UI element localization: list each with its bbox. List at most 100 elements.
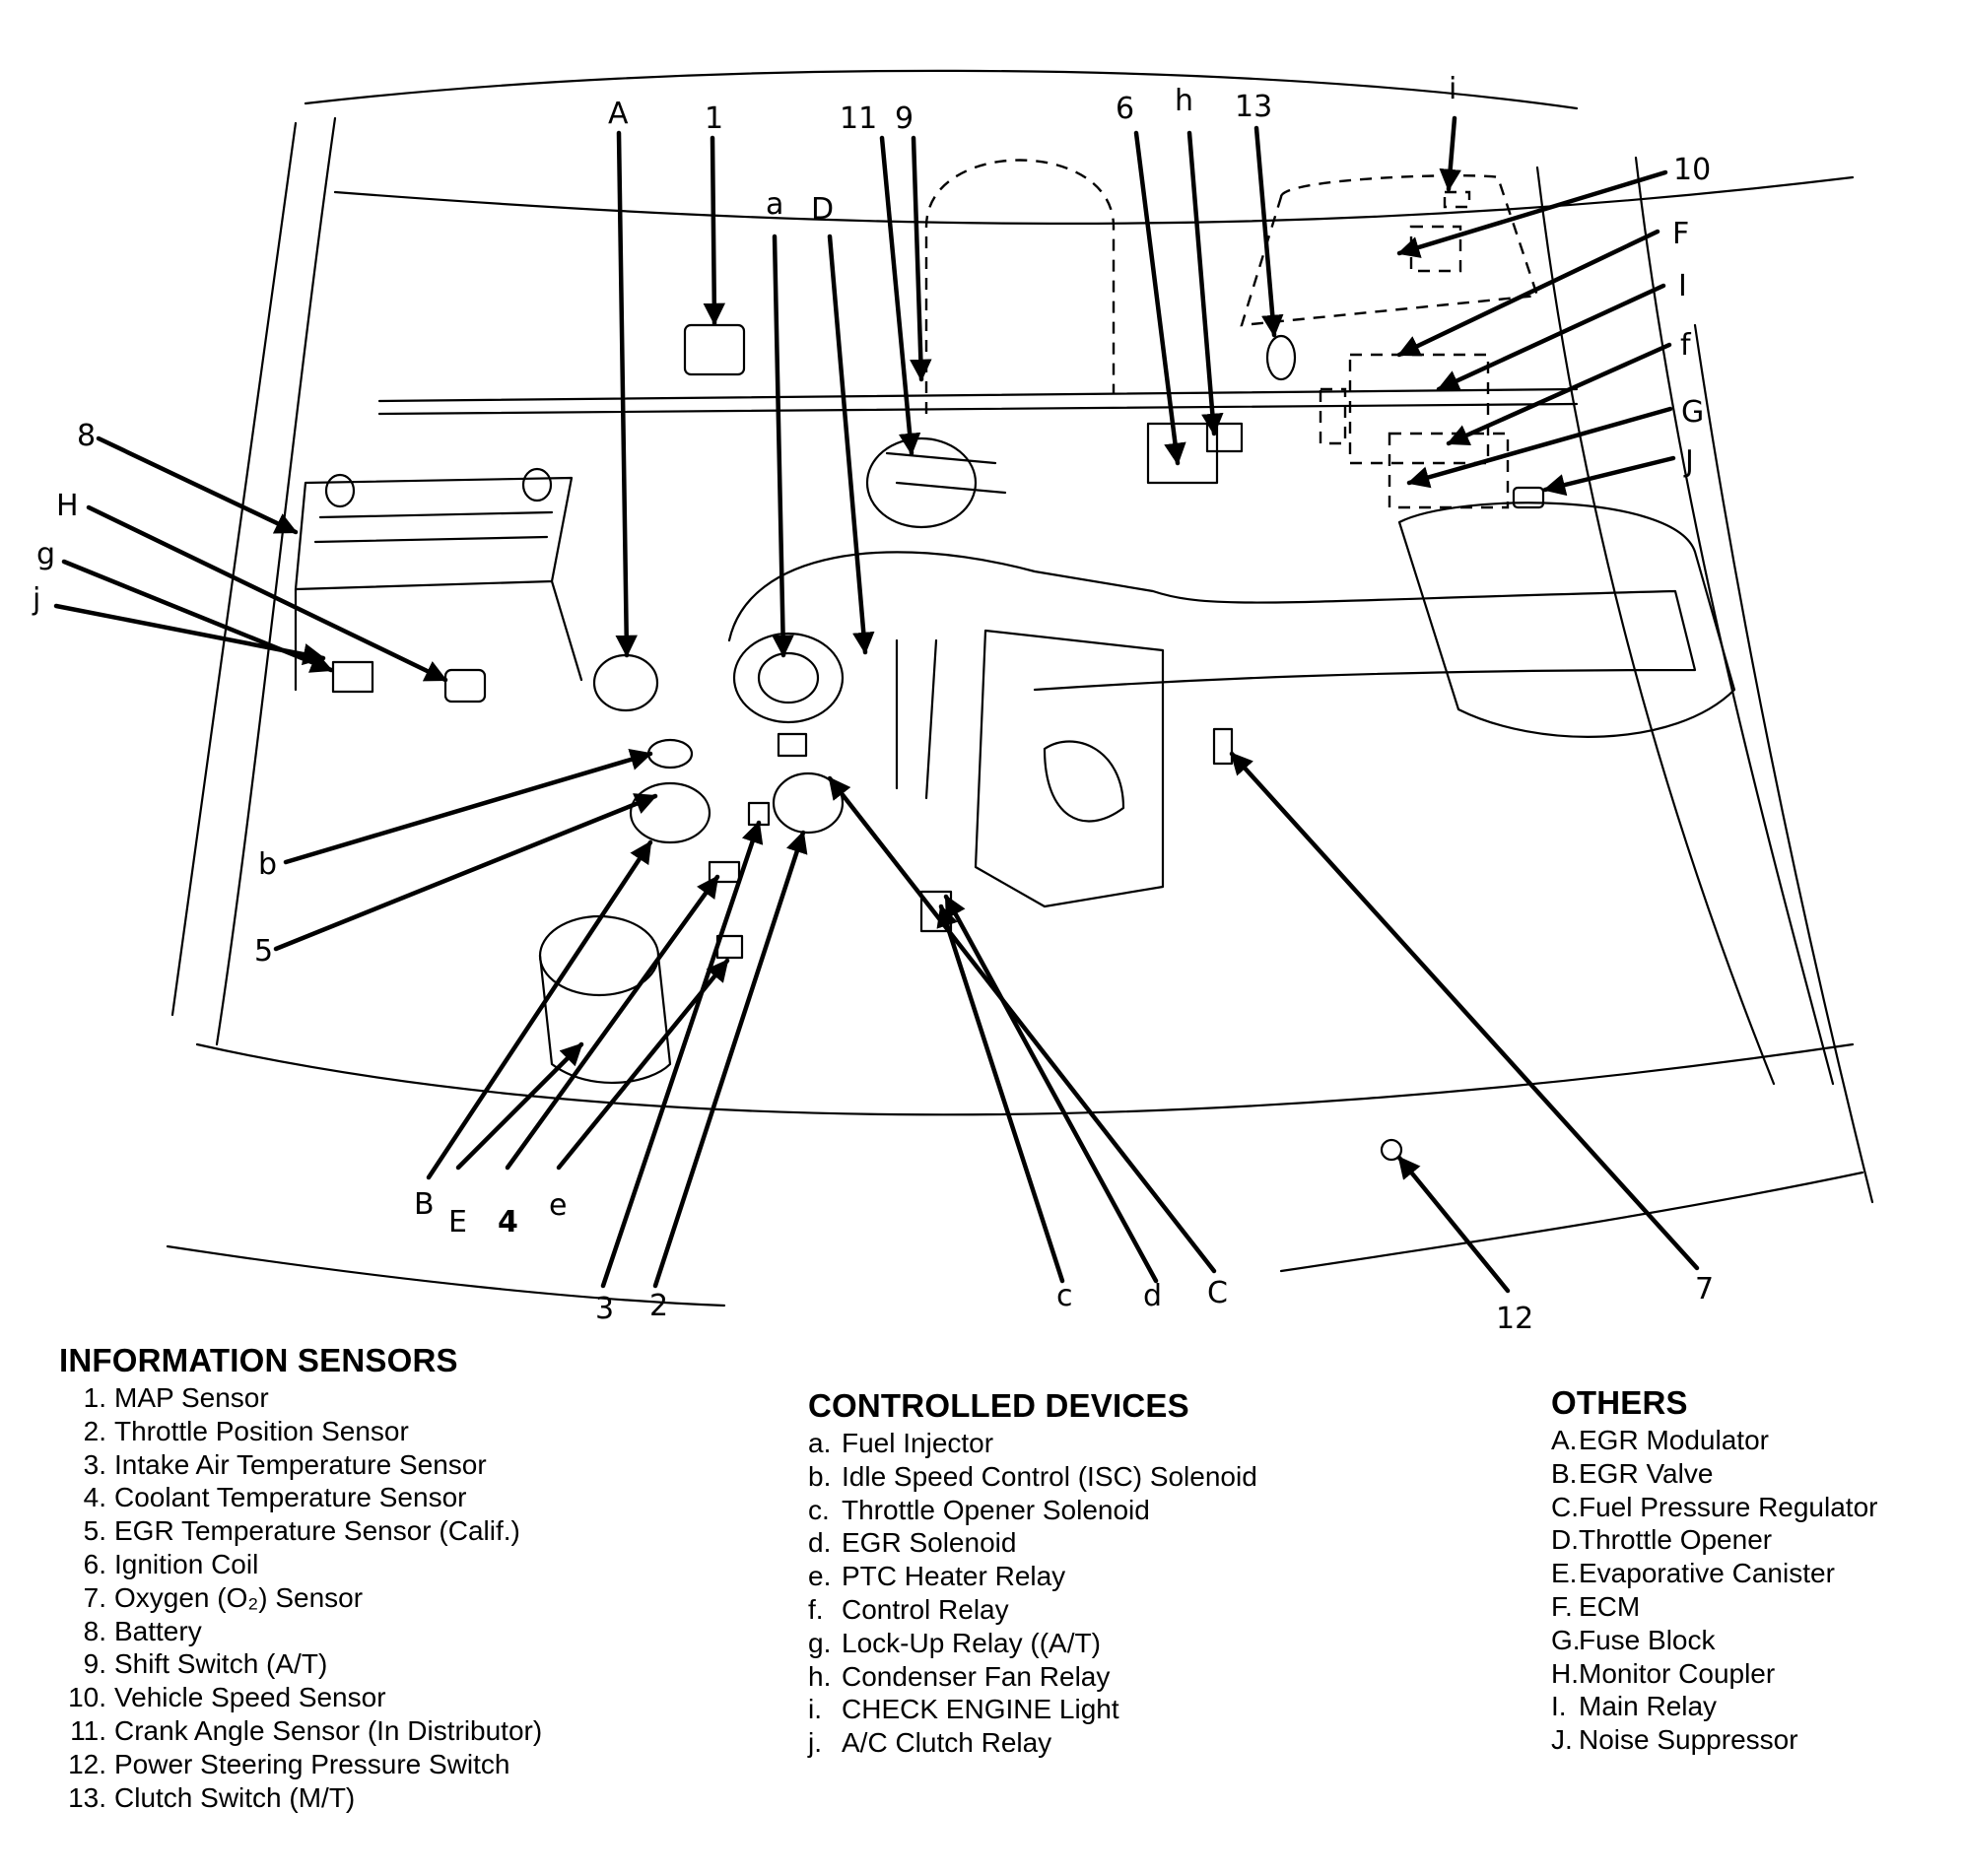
callout-12: 12 [1496,1302,1533,1336]
legend-key: E. [1551,1558,1578,1589]
callout-F: F [1672,217,1689,251]
legend-label: Ignition Coil [114,1548,259,1579]
callout-7: 7 [1695,1272,1714,1306]
legend-list: A.EGR Modulator B.EGR Valve C.Fuel Press… [1551,1424,1877,1757]
leader-H [86,504,448,683]
leader-5 [273,793,658,952]
legend-key: 4. [83,1482,106,1513]
leader-C [827,775,1217,1274]
callout-J: J [1683,444,1694,479]
lockup-relay-drawing [331,660,374,694]
leader-6 [1133,130,1186,466]
legend-key: a. [808,1428,832,1458]
legend-item: 13.Clutch Switch (M/T) [59,1781,542,1815]
legend-item: h.Condenser Fan Relay [808,1660,1257,1694]
legend-label: Fuel Pressure Regulator [1579,1491,1878,1522]
legend-label: Control Relay [842,1593,1009,1625]
leader-B [426,839,653,1180]
legend-label: PTC Heater Relay [842,1561,1066,1592]
right-body-edge [1693,323,1874,1204]
hose-drawing [895,638,938,800]
legend-label: Oxygen (O₂) Sensor [114,1581,364,1613]
legend-item: f.Control Relay [808,1593,1257,1627]
legend-label: Condenser Fan Relay [842,1660,1111,1692]
callout-11: 11 [840,101,877,136]
legend-label: Fuel Injector [842,1428,994,1458]
legend-item: B.EGR Valve [1551,1457,1877,1491]
callout-f: f [1680,328,1692,363]
callout-e: e [549,1188,567,1223]
legend-item: J.Noise Suppressor [1551,1723,1877,1757]
legend-label: A/C Clutch Relay [842,1727,1052,1759]
hidden-outline-center [924,159,1116,414]
callout-H: H [56,489,79,523]
callout-j: j [32,582,40,617]
clutch-switch-drawing [1265,334,1297,381]
legend-label: Throttle Opener [1579,1524,1773,1556]
egr-valve-drawing [629,781,711,844]
legend-item: b.Idle Speed Control (ISC) Solenoid [808,1460,1257,1494]
legend-item: 7.Oxygen (O₂) Sensor [59,1581,542,1615]
legend-item: A.EGR Modulator [1551,1424,1877,1457]
isc-solenoid-drawing [646,738,694,770]
relay-hidden [1319,387,1347,445]
callout-8: 8 [77,419,96,453]
legend-item: I.Main Relay [1551,1690,1877,1723]
legend-key: d. [808,1527,832,1559]
front-bumper-right [1279,1171,1864,1273]
right-fender-edge [1634,156,1835,1086]
o2-sensor-drawing [1212,727,1234,766]
condenser-fan-relay-drawing [1205,422,1244,453]
legend-title: OTHERS [1551,1384,1688,1421]
callout-D: D [811,192,834,227]
leader-F [1396,229,1660,358]
engine-block-drawing [974,629,1165,908]
leader-3 [600,820,764,1289]
legend-item: H.Monitor Coupler [1551,1657,1877,1691]
legend-list: 1.MAP Sensor 2.Throttle Position Sensor … [59,1381,542,1814]
battery-drawing [294,467,583,692]
legend-key: 7. [83,1581,106,1613]
legend-item: e.PTC Heater Relay [808,1560,1257,1593]
leader-d [943,894,1159,1284]
legend-key: g. [808,1627,832,1658]
legend-label: ECM [1579,1590,1641,1622]
distributor-drawing [865,436,1007,529]
legend-key: 3. [83,1448,106,1480]
legend-label: Power Steering Pressure Switch [114,1748,510,1779]
leader-10 [1396,169,1668,258]
callout-b: b [258,847,277,882]
left-fender-edge [170,121,298,1017]
leader-2 [652,830,808,1289]
legend-item: 3.Intake Air Temperature Sensor [59,1448,542,1482]
legend-key: i. [808,1694,822,1725]
legend-label: CHECK ENGINE Light [842,1694,1119,1725]
legend-item: d.EGR Solenoid [808,1526,1257,1560]
legend-item: 8.Battery [59,1615,542,1648]
engine-compartment-diagram: A 1 a D 11 9 6 h 13 i 10 F I f G J 8 H g… [32,69,1874,1336]
legend-key: D. [1551,1524,1579,1556]
leader-a [772,234,794,658]
legend-label: Idle Speed Control (ISC) Solenoid [842,1460,1257,1492]
tps-drawing [777,732,808,758]
legend-item: a. Fuel Injector [808,1427,1257,1460]
callout-3: 3 [595,1292,614,1326]
legend-item: C.Fuel Pressure Regulator [1551,1491,1877,1524]
left-fender-inner [215,116,337,1046]
leader-I [1436,283,1666,392]
legend-key: 9. [83,1648,106,1680]
legend-item: 2.Throttle Position Sensor [59,1415,542,1448]
vss-hidden [1409,225,1462,273]
leader-h [1186,130,1224,436]
legend-item: F.ECM [1551,1590,1877,1624]
callout-A: A [608,97,629,131]
callout-4: 4 [498,1205,518,1240]
legend-key: A. [1551,1425,1578,1455]
legend-label: Clutch Switch (M/T) [114,1781,356,1813]
legend-key: 1. [83,1382,106,1413]
legend-item: 12.Power Steering Pressure Switch [59,1748,542,1781]
callout-I: I [1678,269,1687,303]
callout-a: a [766,187,783,222]
legend-item: g.Lock-Up Relay ((A/T) [808,1627,1257,1660]
legend-key: F. [1551,1590,1573,1622]
